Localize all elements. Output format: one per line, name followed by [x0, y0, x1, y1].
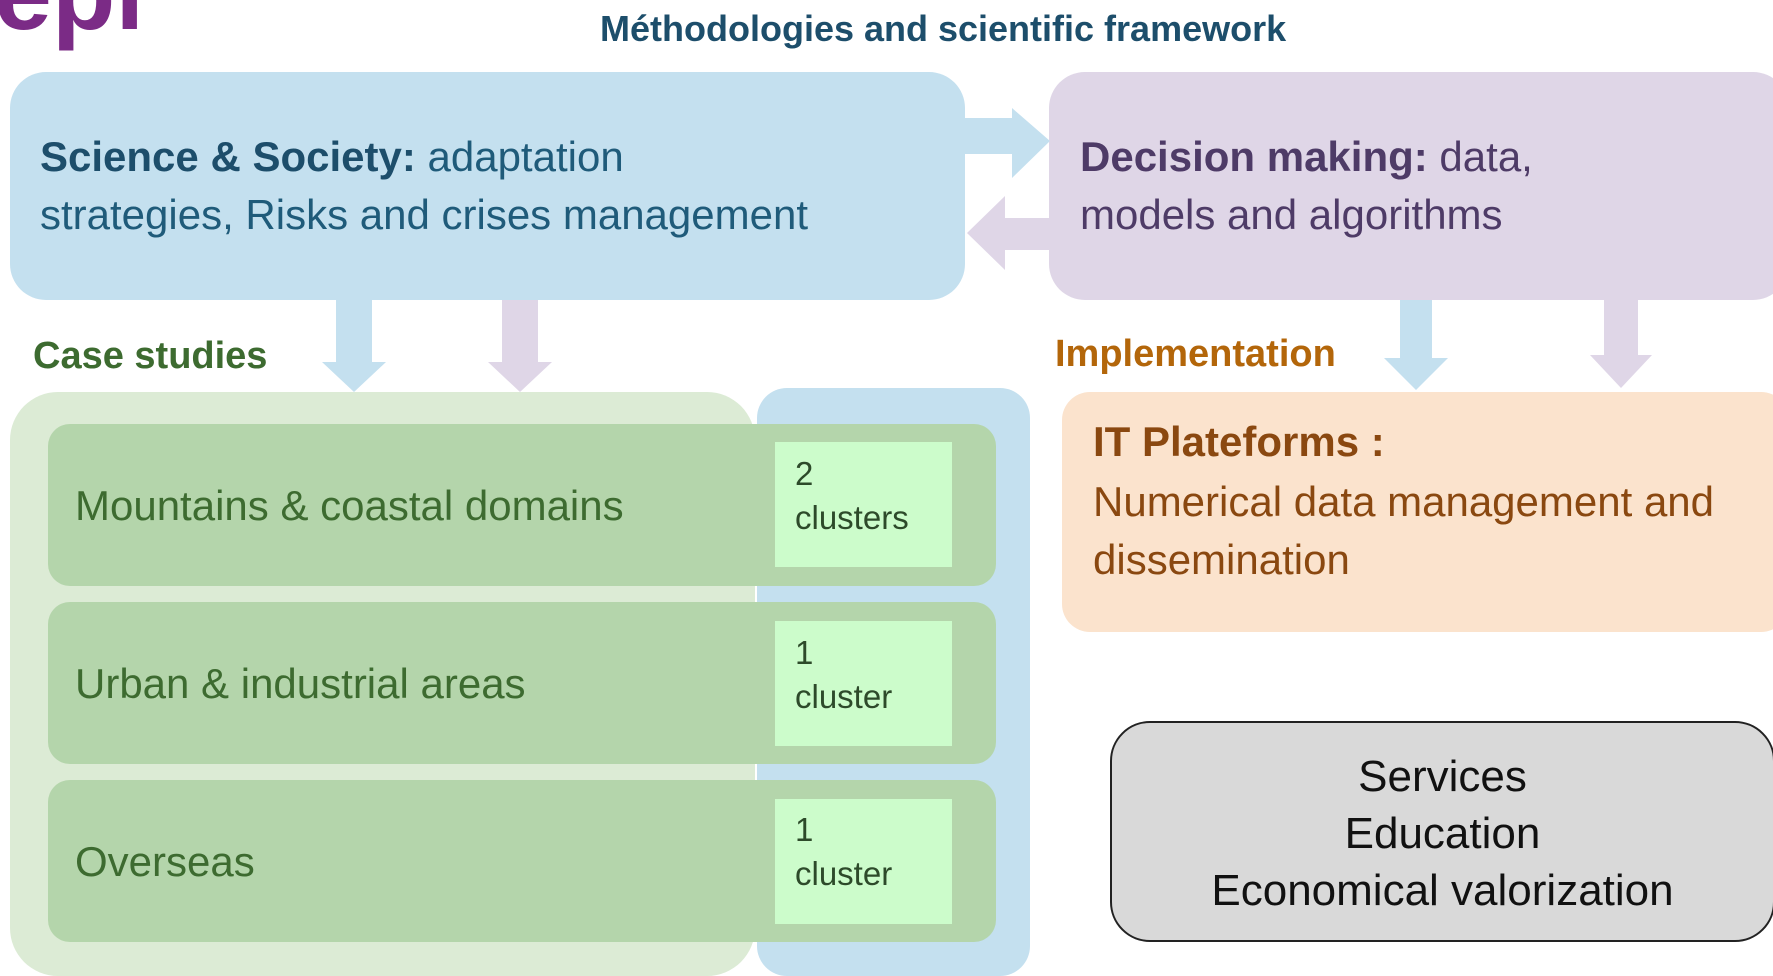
logo-fragment: epi	[0, 0, 144, 46]
it-platforms-description: Numerical data management and disseminat…	[1093, 478, 1715, 583]
science-society-box	[10, 72, 965, 300]
arrow-down-purple-impl	[1590, 300, 1652, 388]
decision-making-heading: Decision making:	[1080, 133, 1428, 180]
cluster-badge	[775, 621, 952, 746]
it-platforms-box	[1062, 392, 1773, 632]
science-society-text: Science & Society: adaptation strategies…	[40, 128, 960, 244]
arrow-left-to-science	[967, 196, 1052, 270]
valorization-line: Economical valorization	[1211, 866, 1674, 915]
decision-making-text: Decision making: data, models and algori…	[1080, 128, 1720, 244]
cluster-unit: cluster	[795, 855, 893, 892]
decision-making-line1: data,	[1427, 133, 1533, 180]
science-society-line1: adaptation	[415, 133, 624, 180]
case-studies-label: Case studies	[33, 335, 268, 377]
decision-making-box	[1049, 72, 1773, 300]
arrow-down-purple-case	[488, 300, 552, 392]
cluster-number: 1	[795, 811, 814, 848]
services-line: Services	[1358, 752, 1527, 801]
education-line: Education	[1344, 809, 1541, 858]
cluster-unit: cluster	[795, 678, 893, 715]
diagram-title: Méthodologies and scientific framework	[600, 8, 1287, 49]
cluster-count: 2 clusters	[795, 452, 909, 540]
arrow-down-blue-case	[322, 300, 386, 392]
cluster-number: 1	[795, 634, 814, 671]
it-platforms-title: IT Plateforms :	[1093, 418, 1385, 465]
cluster-badge	[775, 799, 952, 924]
science-society-heading: Science & Society:	[40, 133, 416, 180]
cluster-badge	[775, 442, 952, 567]
decision-making-line2: models and algorithms	[1080, 191, 1503, 238]
cluster-number: 2	[795, 455, 814, 492]
cluster-count: 1 cluster	[795, 631, 892, 719]
cluster-unit: clusters	[795, 499, 909, 536]
implementation-label: Implementation	[1055, 333, 1336, 375]
arrow-right-to-decision	[965, 108, 1050, 178]
science-society-line2: strategies, Risks and crises management	[40, 191, 808, 238]
case-row-label: Overseas	[75, 838, 255, 885]
cluster-count: 1 cluster	[795, 808, 892, 896]
services-text: Services Education Economical valorizati…	[1110, 748, 1773, 919]
arrow-down-blue-impl	[1384, 300, 1448, 390]
services-box	[1110, 721, 1773, 942]
case-row-label: Urban & industrial areas	[75, 660, 526, 707]
case-row-label: Mountains & coastal domains	[75, 482, 624, 529]
